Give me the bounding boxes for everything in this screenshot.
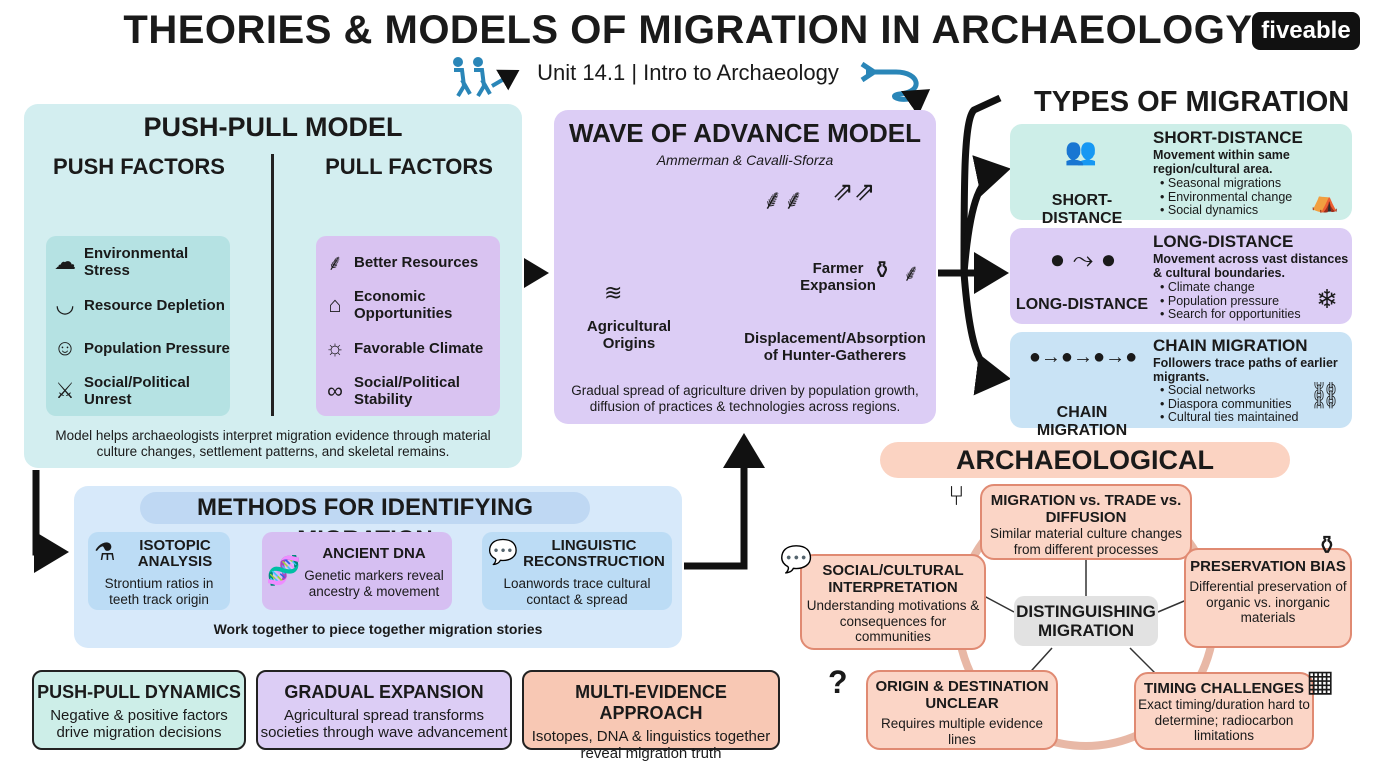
people-group-icon: ☺ <box>53 335 77 360</box>
wave-subtitle: Ammerman & Cavalli-Sforza <box>656 152 834 168</box>
flask-icon: ⚗ <box>94 539 116 566</box>
type-desc: Followers trace paths of earlier migrant… <box>1153 356 1338 384</box>
people-cycle-icon: 👥 <box>1064 136 1098 166</box>
sprout-icon: ⸙ <box>902 260 920 287</box>
sun-icon: ☼ <box>324 335 346 360</box>
storm-cloud-icon: ☁ <box>54 249 76 274</box>
types-title: TYPES OF MIGRATION <box>1034 86 1350 118</box>
methods-note: Work together to piece together migratio… <box>213 621 543 637</box>
snowflake-icon: ❄ <box>1316 284 1338 314</box>
challenge-migration-trade: MIGRATION vs. TRADE vs. DIFFUSION Simila… <box>980 484 1192 560</box>
type-bullets: Seasonal migrations Environmental change… <box>1160 176 1330 218</box>
page-title: THEORIES & MODELS OF MIGRATION IN ARCHAE… <box>123 8 1253 52</box>
method-card-ancient-dna: 🧬 ANCIENT DNA Genetic markers reveal anc… <box>262 532 452 610</box>
field-icon: ≋ <box>604 280 623 305</box>
pull-factor-item: ⸙Better Resources <box>316 241 500 283</box>
wave-note: Gradual spread of agriculture driven by … <box>571 383 919 414</box>
type-heading: CHAIN MIGRATION <box>1153 336 1308 355</box>
displacement-label: Displacement/Absorption of Hunter-Gather… <box>744 330 926 364</box>
type-desc: Movement across vast distances & cultura… <box>1153 252 1349 280</box>
push-factor-item: ⚔Social/Political Unrest <box>46 370 230 412</box>
push-factor-item: ☺Population Pressure <box>46 327 230 369</box>
wheat-icon: ⸙ <box>326 250 344 275</box>
crops-icon: ⸙⸙ <box>762 184 805 215</box>
agricultural-origins-label: Agricultural Origins <box>586 318 672 352</box>
push-pull-divider <box>271 154 274 416</box>
type-bullets: Social networks Diaspora communities Cul… <box>1160 383 1330 425</box>
chain-link-icon: ⛓ <box>1308 380 1342 410</box>
summary-card-push-pull: PUSH-PULL DYNAMICS Negative & positive f… <box>32 670 246 750</box>
handshake-icon: ∞ <box>327 378 343 403</box>
push-factor-item: ☁Environmental Stress <box>46 241 230 283</box>
pull-factor-item: ⌂Economic Opportunities <box>316 284 500 326</box>
wave-title: WAVE OF ADVANCE MODEL <box>569 118 921 148</box>
summary-card-gradual: GRADUAL EXPANSION Agricultural spread tr… <box>256 670 512 750</box>
wave-panel <box>554 110 936 424</box>
type-heading: LONG-DISTANCE <box>1153 232 1294 251</box>
broken-pot-icon: ⚱ <box>1316 530 1338 560</box>
pull-factor-item: ∞Social/Political Stability <box>316 370 500 412</box>
push-factors-heading: PUSH FACTORS <box>53 154 225 179</box>
empty-bowl-icon: ◡ <box>55 292 75 317</box>
page-subtitle: Unit 14.1 | Intro to Archaeology <box>537 60 839 85</box>
challenge-origin-destination: ORIGIN & DESTINATION UNCLEAR Requires mu… <box>866 670 1058 750</box>
pull-factors-heading: PULL FACTORS <box>325 154 493 179</box>
dna-icon: 🧬 <box>266 555 301 586</box>
summary-card-multi-evidence: MULTI-EVIDENCE APPROACH Isotopes, DNA & … <box>522 670 780 762</box>
challenges-title: ARCHAEOLOGICAL CHALLENGES <box>880 442 1290 511</box>
wave-to-types-branch <box>938 94 1011 396</box>
challenge-preservation: PRESERVATION BIAS Differential preservat… <box>1184 548 1352 648</box>
type-name: SHORT-DISTANCE <box>1041 192 1123 227</box>
type-desc: Movement within same region/cultural are… <box>1153 148 1290 176</box>
method-card-linguistic: 💬 LINGUISTIC RECONSTRUCTION Loanwords tr… <box>482 532 672 610</box>
challenges-center: DISTINGUISHING MIGRATION <box>1014 596 1158 646</box>
long-path-icon: ● ⤳ ● <box>1049 244 1117 274</box>
methods-to-wave-arrow <box>684 433 765 570</box>
chain-people-icon: ●→●→●→● <box>1028 346 1138 368</box>
market-stall-icon: ⌂ <box>328 292 342 317</box>
speech-bubble-icon: 💬 <box>488 539 518 566</box>
type-heading: SHORT-DISTANCE <box>1153 128 1303 147</box>
spread-arrows-icon: ⇗⇗ <box>832 176 876 206</box>
type-bullets: Climate change Population pressure Searc… <box>1160 280 1330 322</box>
type-name: CHAIN MIGRATION <box>1036 404 1128 439</box>
question-map-icon: ? <box>828 664 848 700</box>
pushpull-to-methods-arrow <box>32 470 69 573</box>
discussion-people-icon: 💬 <box>780 544 813 574</box>
push-pull-note: Model helps archaeologists interpret mig… <box>55 428 491 459</box>
push-factor-item: ◡Resource Depletion <box>46 284 230 326</box>
pull-factor-item: ☼Favorable Climate <box>316 327 500 369</box>
type-name: LONG-DISTANCE <box>1015 296 1149 313</box>
tent-icon: ⛺ <box>1311 188 1339 213</box>
fiveable-logo: fiveable <box>1252 12 1360 50</box>
challenge-social-cultural: SOCIAL/CULTURAL INTERPRETATION Understan… <box>800 554 986 650</box>
pot-icon: ⚱ <box>872 257 893 284</box>
pull-factors-list: ⸙Better Resources ⌂Economic Opportunitie… <box>316 236 500 416</box>
methods-title: METHODS FOR IDENTIFYING MIGRATION <box>140 492 590 553</box>
method-card-isotopic: ⚗ ISOTOPIC ANALYSIS Strontium ratios in … <box>88 532 230 610</box>
calendar-icon: ▦ <box>1306 665 1335 698</box>
challenge-timing: TIMING CHALLENGES Exact timing/duration … <box>1134 672 1314 750</box>
crossed-swords-icon: ⚔ <box>55 378 75 403</box>
farmer-expansion-label: Farmer Expansion <box>800 260 876 294</box>
push-pull-title: PUSH-PULL MODEL <box>143 112 403 142</box>
split-arrow-icon: ⑂ <box>948 480 965 511</box>
push-factors-list: ☁Environmental Stress ◡Resource Depletio… <box>46 236 230 416</box>
